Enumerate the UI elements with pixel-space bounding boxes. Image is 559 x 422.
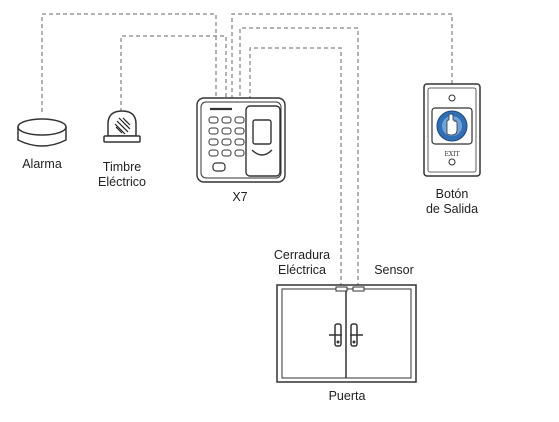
keypad-key	[221, 138, 232, 146]
keypad-key	[234, 149, 245, 157]
keypad-key	[234, 138, 245, 146]
keypad-key	[234, 127, 245, 135]
right-door-handle-icon	[350, 323, 363, 347]
keypad	[208, 116, 245, 157]
double-door-icon	[276, 284, 417, 383]
wire-sensor	[239, 27, 359, 287]
lock-label-line1: Cerradura	[273, 248, 331, 262]
wire-bell	[120, 35, 227, 112]
bell-label-line1: Timbre	[102, 160, 142, 174]
door-label: Puerta	[328, 389, 366, 403]
exit-label-line1: Botón	[435, 187, 469, 201]
bell-label-line2: Eléctrico	[98, 175, 146, 189]
electric-lock-contact	[335, 286, 348, 292]
keypad-key	[221, 127, 232, 135]
alarm-label: Alarma	[22, 157, 62, 171]
exit-button-label-text: Botón de Salida	[407, 187, 497, 217]
lock-label: Cerradura Eléctrica	[264, 248, 340, 278]
hand-icon	[446, 113, 458, 136]
keypad-key	[208, 149, 219, 157]
exit-button-label: EXIT	[444, 151, 459, 158]
wire-alarm	[41, 13, 217, 112]
keypad-key	[221, 149, 232, 157]
keypad-key	[234, 116, 245, 124]
wiring	[41, 13, 453, 287]
wire-exit-button	[231, 13, 453, 100]
wire-lock	[249, 47, 342, 287]
alarm-icon	[17, 118, 67, 147]
lock-label-line2: Eléctrica	[278, 263, 326, 277]
card-reader-slot	[212, 162, 226, 172]
left-door-handle-icon	[329, 323, 342, 347]
keypad-key	[208, 138, 219, 146]
bell-label: Timbre Eléctrico	[86, 160, 158, 190]
electric-bell-icon	[103, 110, 141, 143]
exit-button-icon: EXIT	[423, 83, 481, 177]
exit-label-line2: de Salida	[425, 202, 479, 216]
device-label: X7	[232, 190, 248, 204]
door-sensor-contact	[352, 286, 365, 292]
keypad-key	[208, 116, 219, 124]
keypad-key	[221, 116, 232, 124]
keypad-key	[208, 127, 219, 135]
sensor-label: Sensor	[374, 263, 414, 277]
